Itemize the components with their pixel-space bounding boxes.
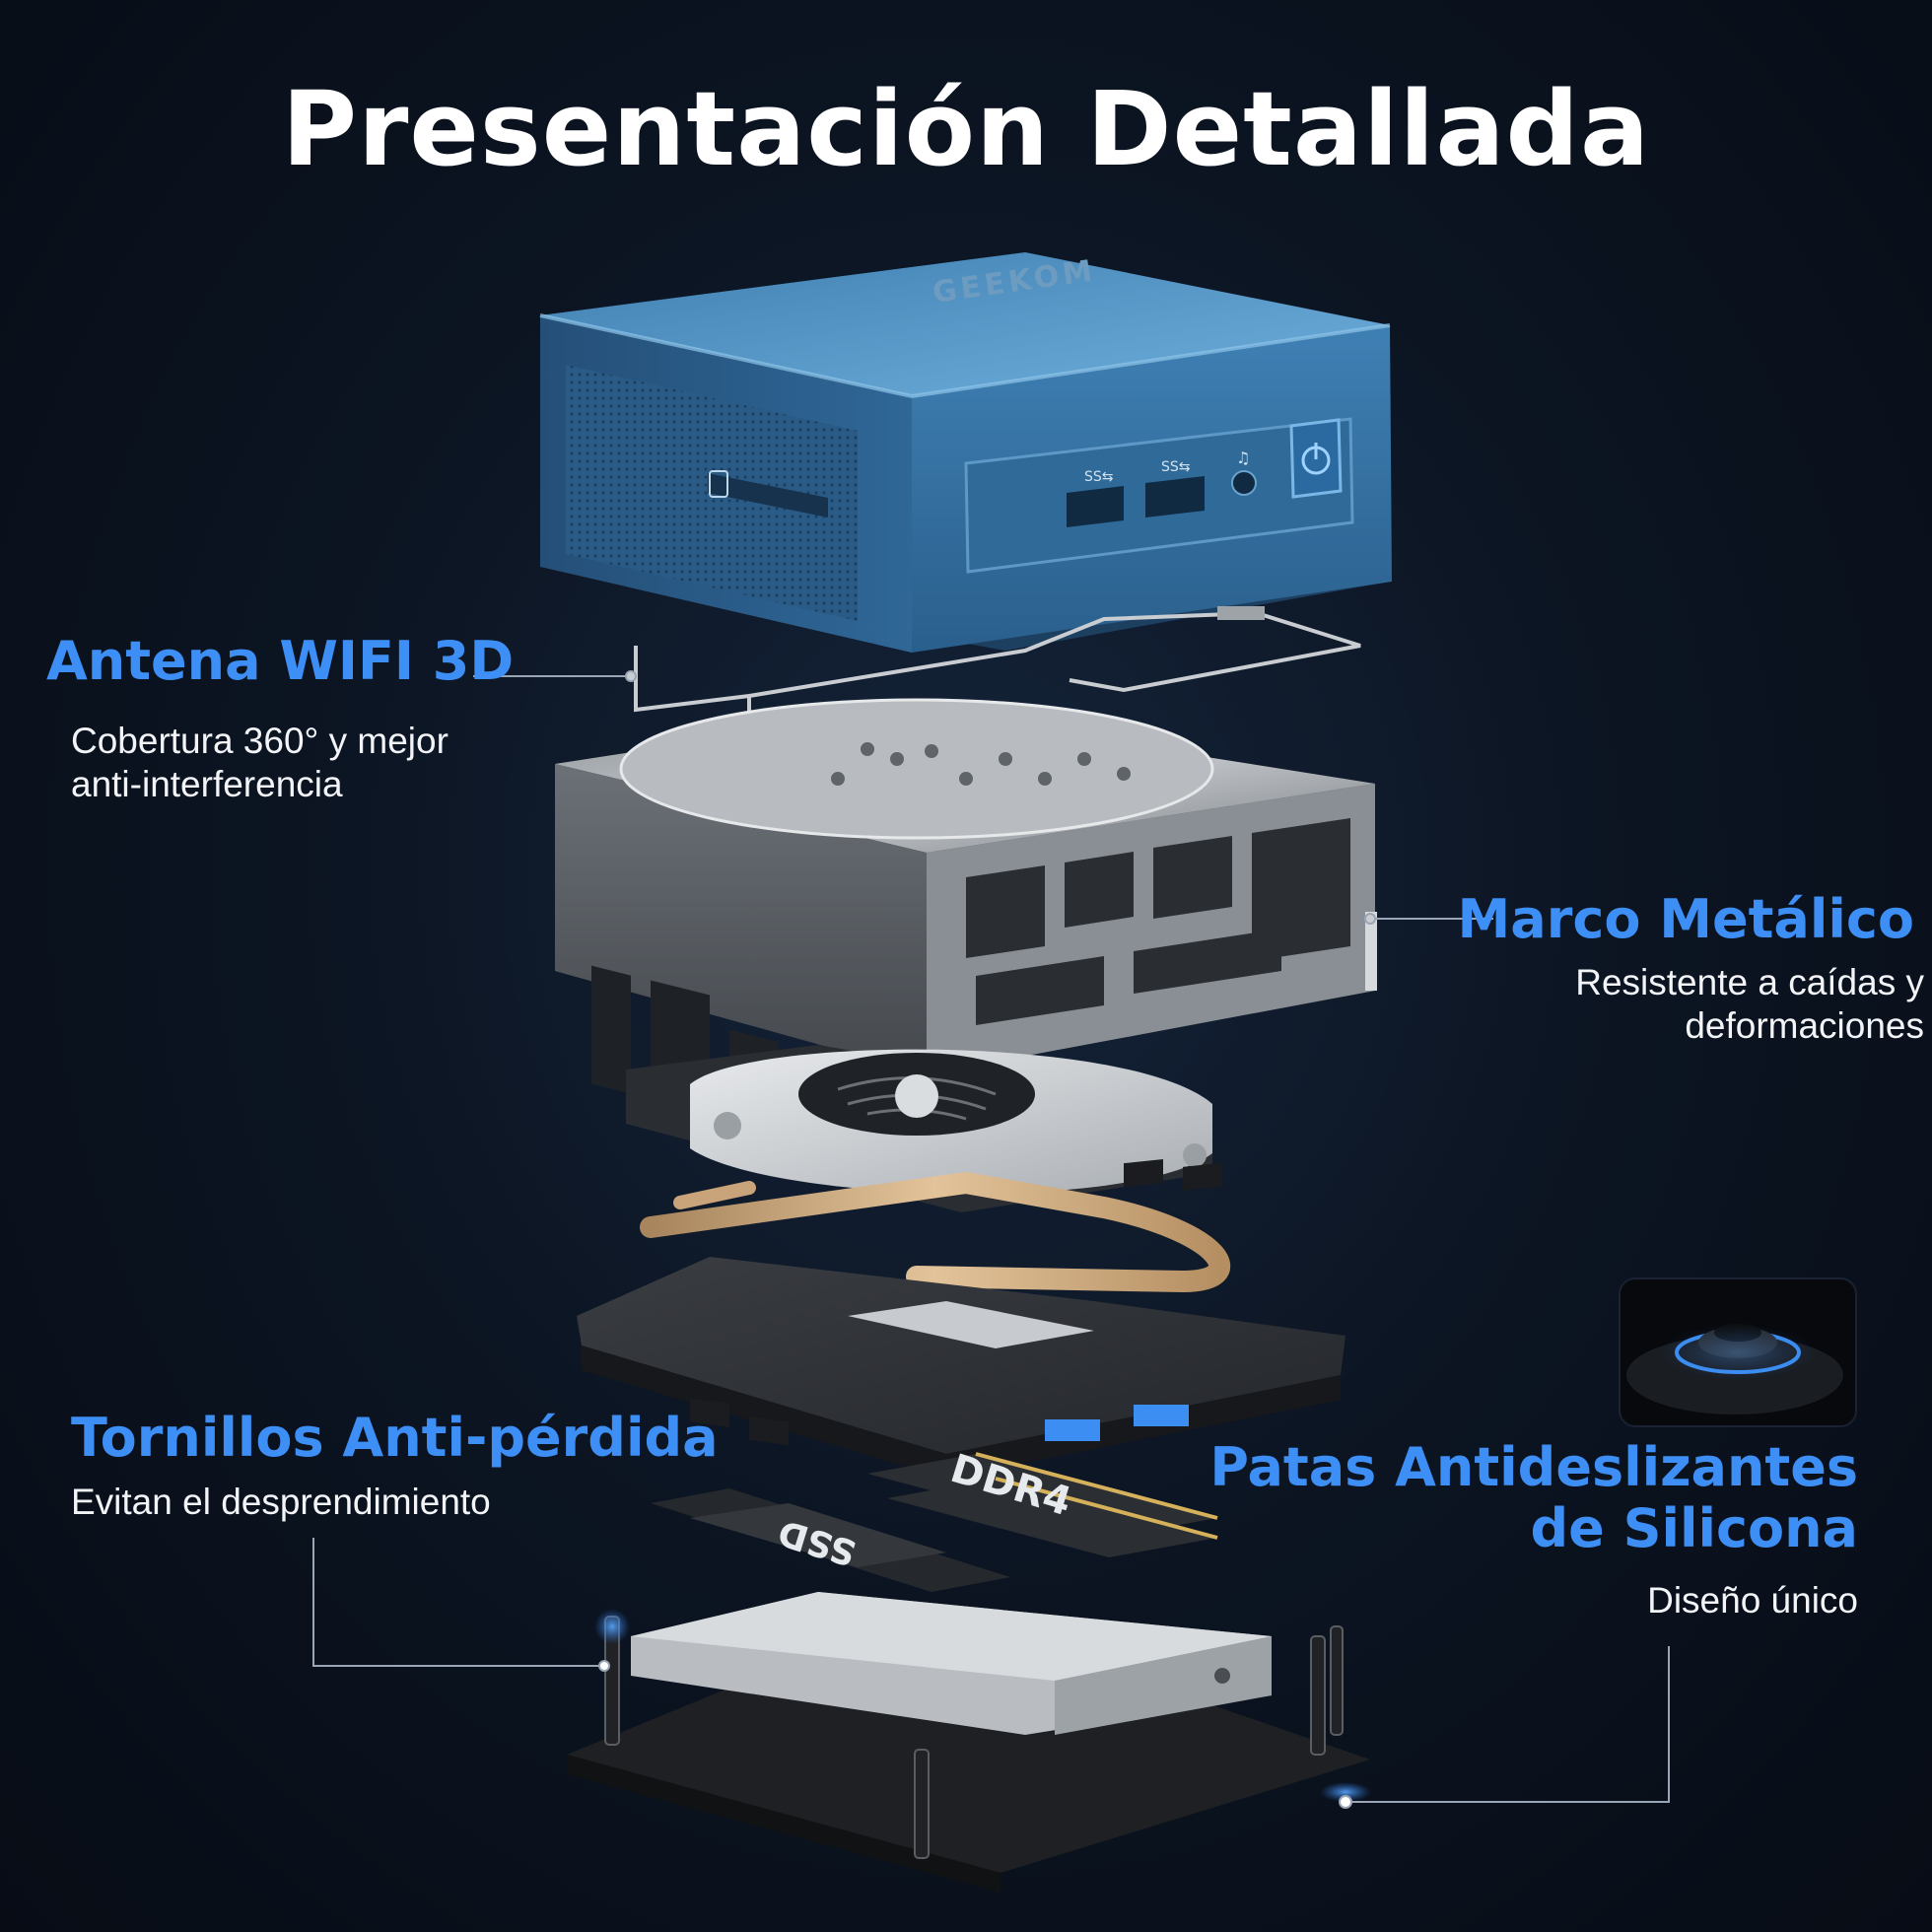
usb-port-1: [1067, 486, 1124, 527]
sd-card-icon: [709, 470, 728, 498]
metal-frame: [555, 698, 1377, 1175]
sd-card-slot: [708, 473, 828, 518]
feature-patas-desc: Diseño único: [1647, 1580, 1858, 1621]
feature-tornillos-title: Tornillos Anti-pérdida: [71, 1407, 719, 1469]
anti-loss-screws: [604, 1616, 1344, 1859]
feature-antena-desc-line2: anti-interferencia: [71, 764, 343, 805]
wifi-antenna: [634, 606, 1361, 715]
usb-ss10-icon: SS⇆: [1161, 459, 1191, 475]
blue-case: SS⇆ SS⇆ ♫ GEEKOM: [539, 252, 1392, 653]
feature-marco-title: Marco Metálico: [1457, 888, 1914, 950]
motherboard: [577, 1158, 1346, 1479]
feature-patas-title: Patas Antideslizantes de Silicona: [1209, 1436, 1859, 1560]
feature-antena-desc-line1: Cobertura 360° y mejor: [71, 721, 448, 761]
feature-antena-title: Antena WIFI 3D: [46, 630, 515, 692]
feature-antena-desc: Cobertura 360° y mejor anti-interferenci…: [71, 720, 448, 807]
usb-port-2: [1145, 476, 1205, 518]
feature-marco-desc: Resistente a caídas y deformaciones: [1575, 961, 1924, 1049]
feature-patas-title-line2: de Silicona: [1530, 1497, 1859, 1560]
ddr4-ram-modules: DDR4: [867, 1446, 1218, 1557]
cooling-fan: [626, 1045, 1212, 1212]
audio-jack: [1231, 470, 1257, 496]
copper-heat-pipe: [640, 1171, 1231, 1293]
foot-glow: [1320, 1782, 1371, 1802]
headphone-icon: ♫: [1236, 448, 1250, 467]
feature-tornillos-desc: Evitan el desprendimiento: [71, 1482, 491, 1522]
screw-glow: [594, 1609, 630, 1644]
bottom-chassis: [567, 1592, 1370, 1893]
feature-marco-desc-line1: Resistente a caídas y: [1575, 962, 1924, 1002]
feature-patas-title-line1: Patas Antideslizantes: [1209, 1436, 1858, 1498]
usb-ss-icon: SS⇆: [1084, 469, 1114, 485]
page-title: Presentación Detallada: [281, 69, 1651, 189]
feature-marco-desc-line2: deformaciones: [1685, 1005, 1924, 1047]
rear-usb-port-1: [1045, 1419, 1100, 1441]
silicone-foot-inset: [1619, 1277, 1857, 1427]
rear-usb-port-2: [1134, 1405, 1189, 1426]
callout-lines: [312, 670, 1670, 1809]
